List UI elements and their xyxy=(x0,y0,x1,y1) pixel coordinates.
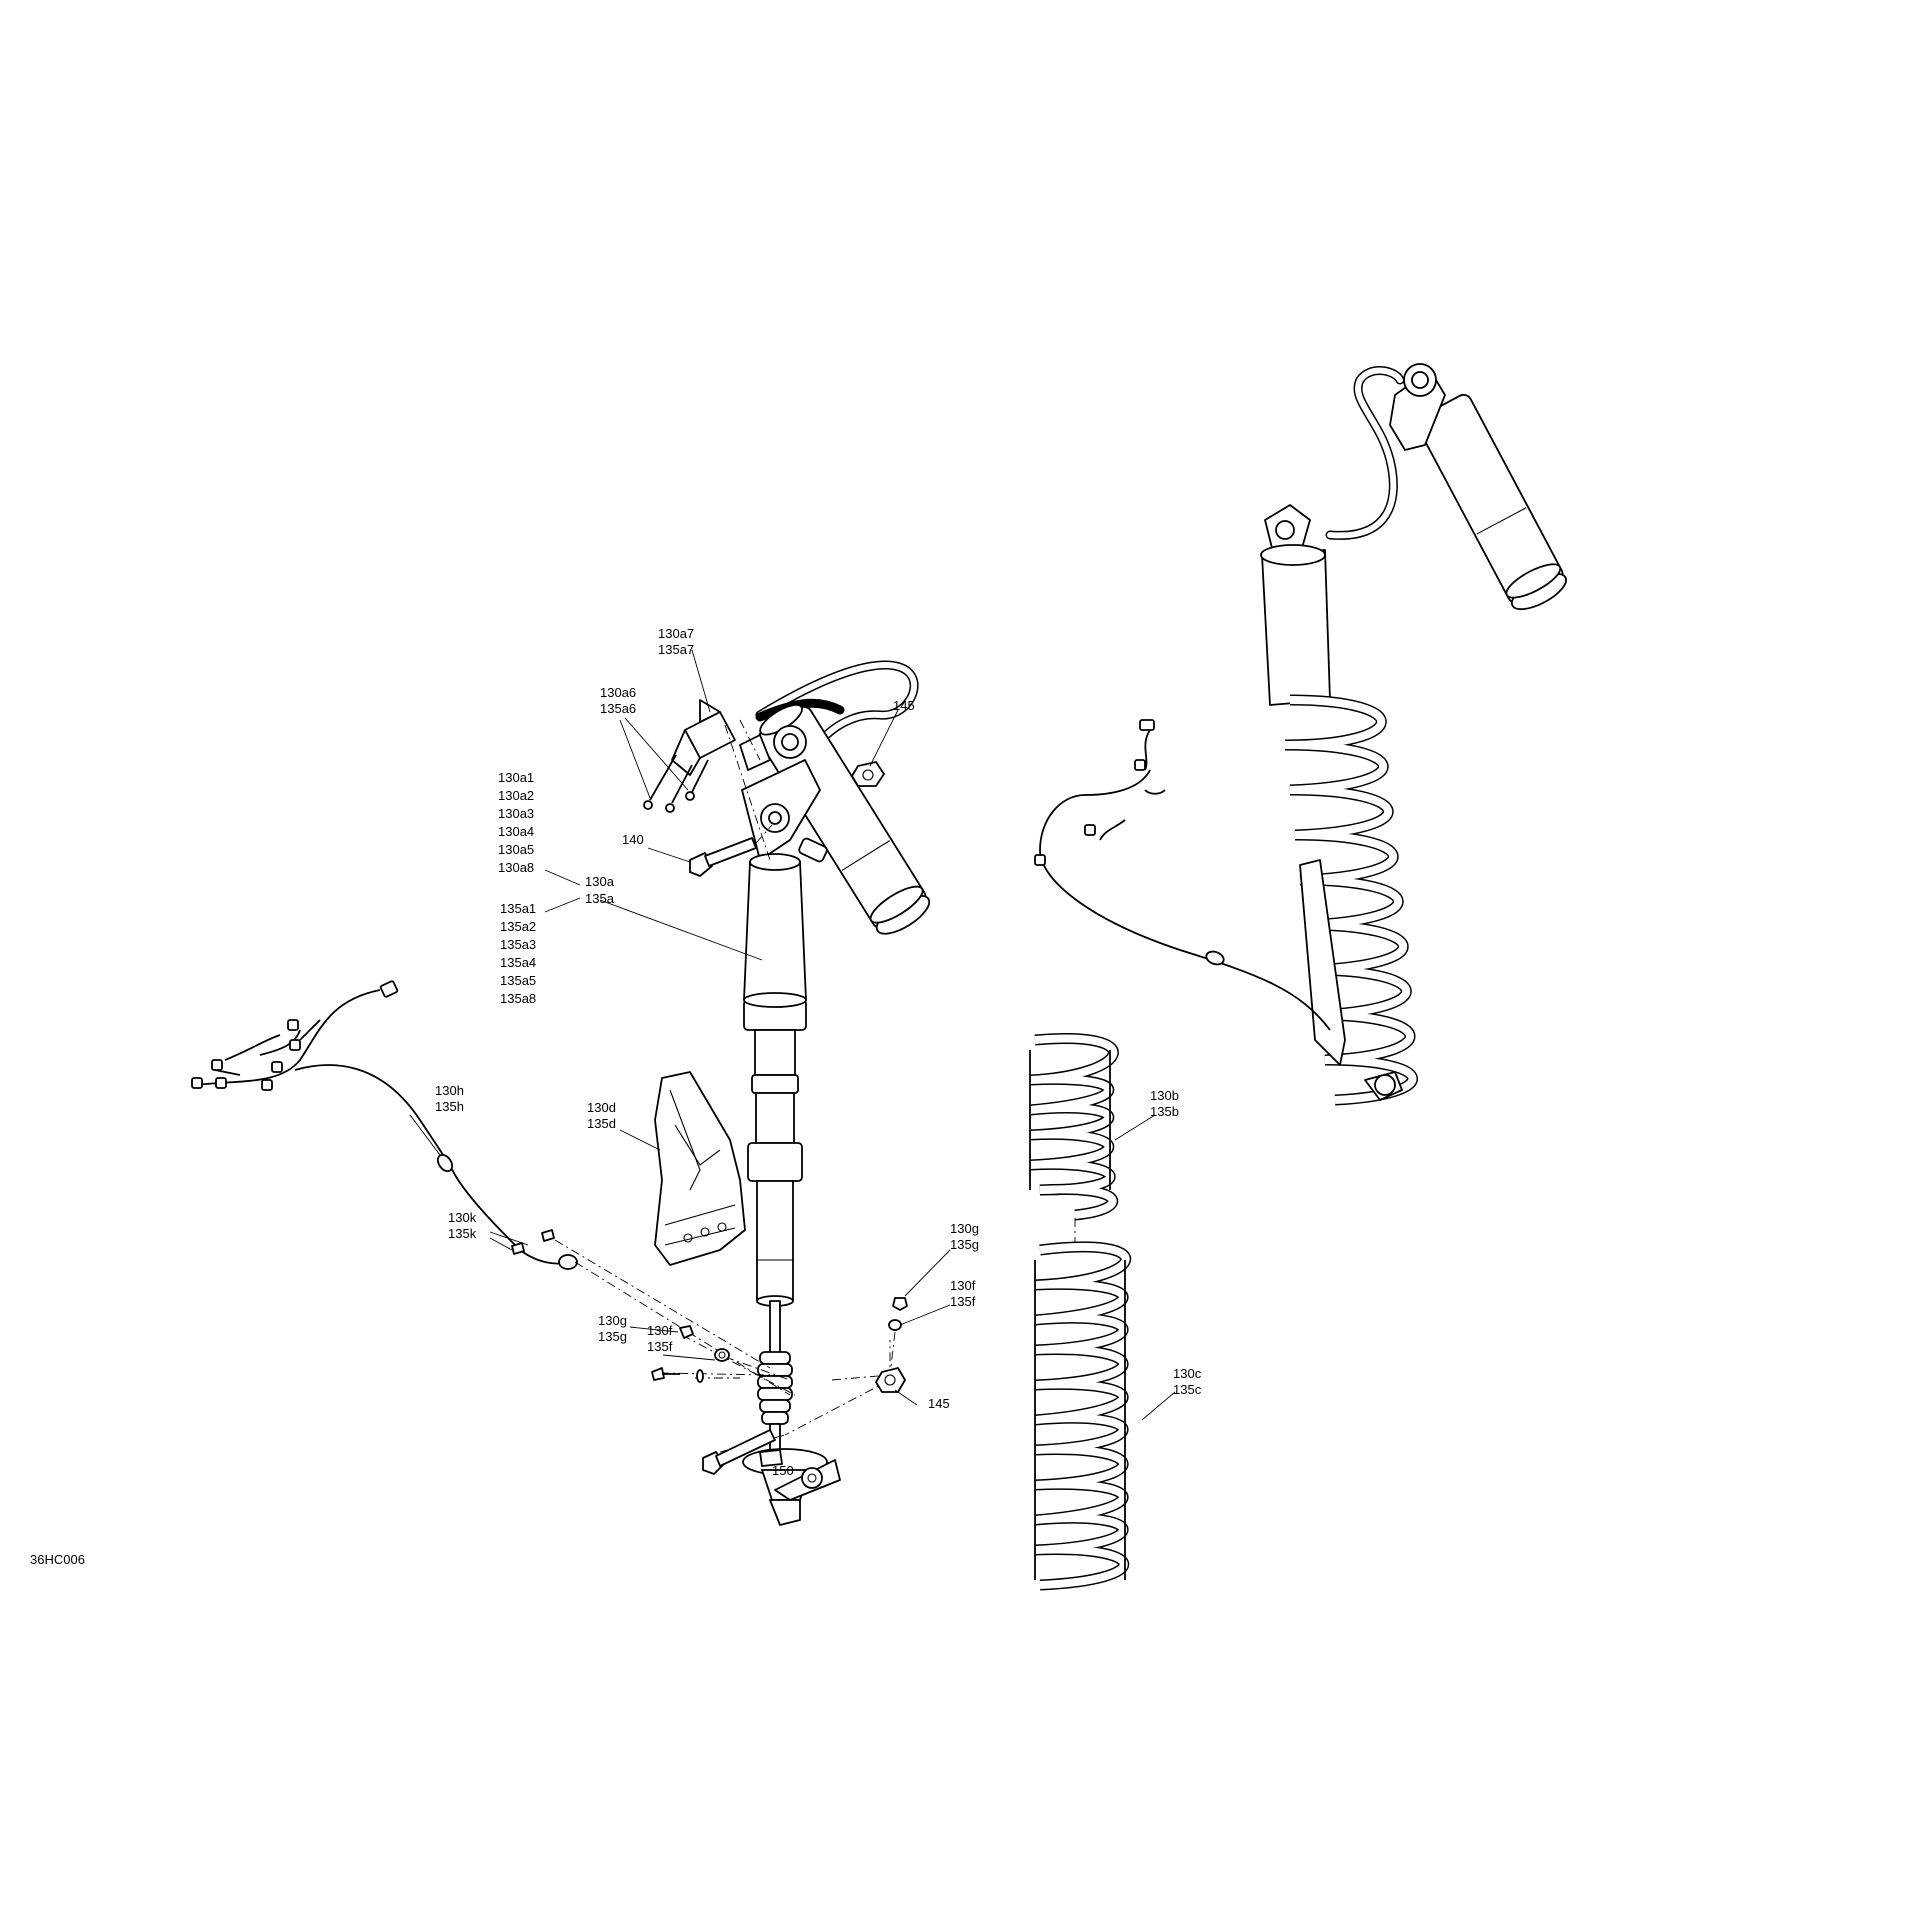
label-135a2: 135a2 xyxy=(500,919,536,934)
label-145-bottom: 145 xyxy=(928,1396,950,1411)
label-135a6: 135a6 xyxy=(600,701,636,716)
label-135b: 135b xyxy=(1150,1104,1179,1119)
label-130a7: 130a7 xyxy=(658,626,694,641)
label-130k: 130k xyxy=(448,1210,477,1225)
label-130c: 130c xyxy=(1173,1366,1202,1381)
label-135a4: 135a4 xyxy=(500,955,536,970)
bolt-140 xyxy=(689,824,773,877)
label-135f-right: 135f xyxy=(950,1294,976,1309)
sensor-harness-installed xyxy=(1034,719,1331,1031)
label-130a2: 130a2 xyxy=(498,788,534,803)
label-130a3: 130a3 xyxy=(498,806,534,821)
label-130a: 130a xyxy=(585,874,615,889)
nut-145-bottom xyxy=(875,1367,906,1393)
label-130g-right: 130g xyxy=(950,1221,979,1236)
label-130g-left: 130g xyxy=(598,1313,627,1328)
label-135g-left: 135g xyxy=(598,1329,627,1344)
label-130f-left: 130f xyxy=(647,1323,673,1338)
assembled-shock xyxy=(1260,363,1567,1106)
label-135h: 135h xyxy=(435,1099,464,1114)
label-150: 150 xyxy=(772,1463,794,1478)
label-130h: 130h xyxy=(435,1083,464,1098)
sensor-harness-130h xyxy=(191,980,578,1270)
label-130a4: 130a4 xyxy=(498,824,534,839)
label-135a8: 135a8 xyxy=(500,991,536,1006)
nut-130g-left xyxy=(679,1325,730,1362)
clamp-bracket xyxy=(643,699,771,861)
washer-130f-right xyxy=(888,1297,908,1331)
label-135c: 135c xyxy=(1173,1382,1202,1397)
label-145-top: 145 xyxy=(893,698,915,713)
guard-130d xyxy=(654,1071,746,1266)
label-135a3: 135a3 xyxy=(500,937,536,952)
spring-130b xyxy=(1029,1033,1119,1221)
shock-absorber-exploded xyxy=(741,660,931,1526)
label-130a6: 130a6 xyxy=(600,685,636,700)
diagram-code: 36HC006 xyxy=(30,1552,85,1567)
label-135a5: 135a5 xyxy=(500,973,536,988)
label-135a7: 135a7 xyxy=(658,642,694,657)
label-140: 140 xyxy=(622,832,644,847)
bolt-150 xyxy=(702,1429,776,1475)
label-135d: 135d xyxy=(587,1116,616,1131)
label-130f-right: 130f xyxy=(950,1278,976,1293)
label-135g-right: 135g xyxy=(950,1237,979,1252)
label-130a8: 130a8 xyxy=(498,860,534,875)
nut-145-top xyxy=(851,761,885,787)
label-135a1: 135a1 xyxy=(500,901,536,916)
bolt-135g-left xyxy=(651,1367,704,1383)
label-130a5: 130a5 xyxy=(498,842,534,857)
label-130b: 130b xyxy=(1150,1088,1179,1103)
label-135f-left: 135f xyxy=(647,1339,673,1354)
label-135k: 135k xyxy=(448,1226,477,1241)
label-130d: 130d xyxy=(587,1100,616,1115)
label-135a: 135a xyxy=(585,891,615,906)
label-130a1: 130a1 xyxy=(498,770,534,785)
spring-130c xyxy=(1034,1241,1132,1591)
callout-labels: 130a7 135a7 130a6 135a6 145 130a1 130a2 … xyxy=(30,626,1202,1567)
